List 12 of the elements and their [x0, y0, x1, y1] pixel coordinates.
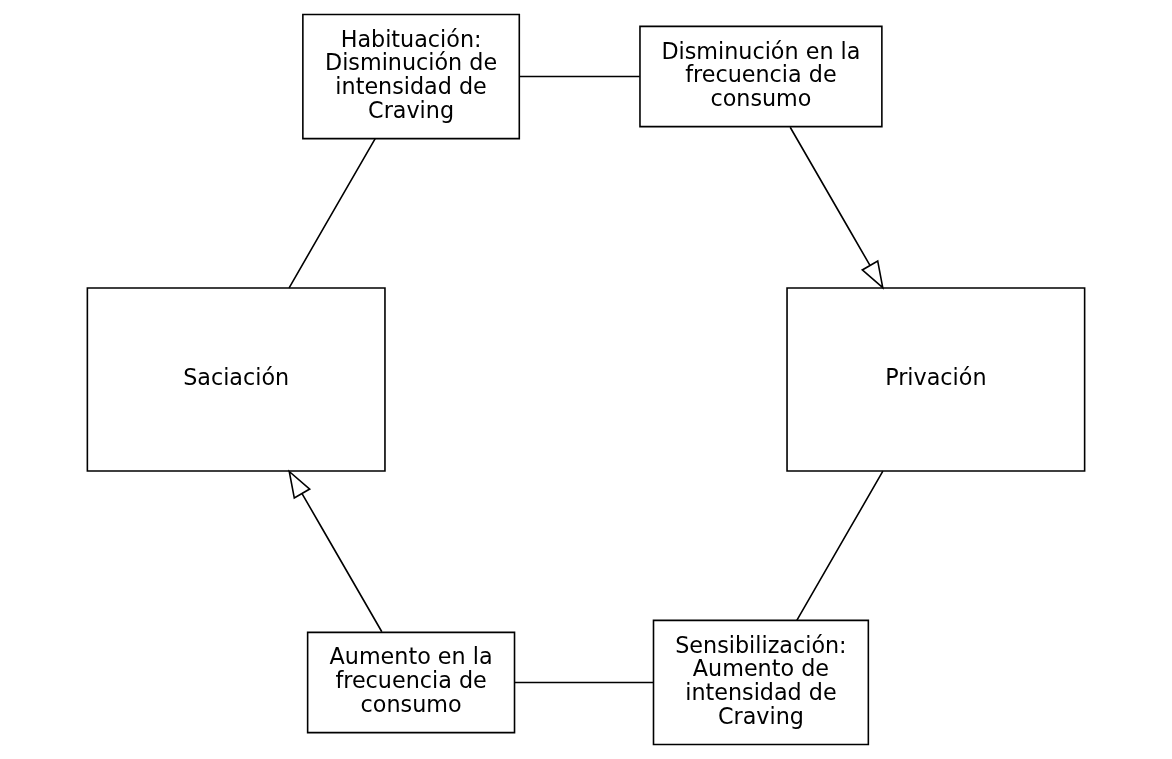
arrow	[288, 469, 383, 633]
node-box: Sensibilización: Aumento de intensidad de Craving	[652, 619, 870, 746]
connector	[518, 75, 641, 78]
connector	[288, 137, 376, 289]
node-box: Aumento en la frecuencia de consumo	[306, 631, 516, 734]
node-box: Privación	[786, 287, 1086, 472]
node-box: Saciación	[86, 287, 386, 472]
arrow	[789, 126, 884, 290]
connector	[796, 470, 884, 622]
node-box: Disminución en la frecuencia de consumo	[639, 25, 883, 128]
node-box: Habituación: Disminución de intensidad de Craving	[302, 13, 521, 140]
connector	[514, 681, 654, 684]
